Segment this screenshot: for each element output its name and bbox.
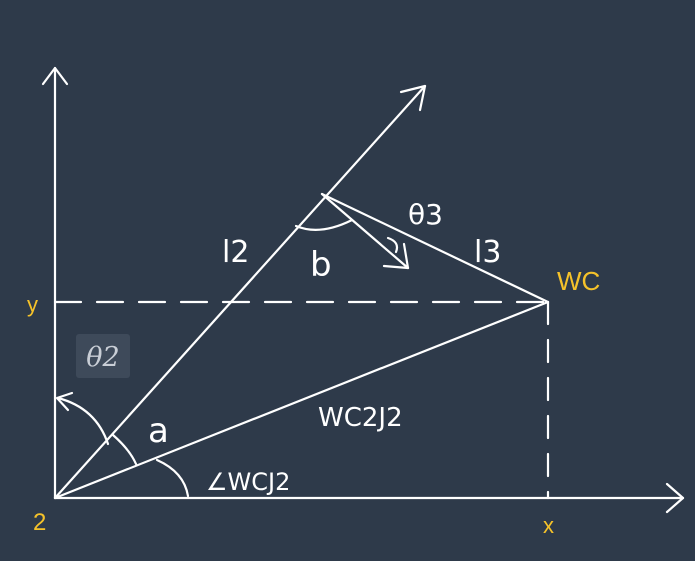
origin-label: 2 (33, 509, 46, 536)
y-axis-label: y (27, 292, 38, 317)
angle-b-label: b (310, 245, 332, 285)
link-l2-ray (53, 84, 427, 500)
wc2j2-line (53, 300, 550, 500)
theta2-arc (56, 396, 110, 446)
link-l3 (320, 192, 550, 304)
angle-wcj2-label: ∠WCJ2 (206, 468, 290, 496)
wrist-center-label: WC (557, 266, 600, 296)
x-axis-label: x (543, 513, 554, 538)
wc2j2-label: WC2J2 (318, 403, 403, 433)
theta2-arrowhead (55, 391, 74, 412)
theta2-label-box (76, 334, 130, 378)
angle-a-arc (111, 433, 138, 466)
angle-wcj2-arc (155, 458, 190, 498)
link-l2-label: l2 (222, 235, 249, 270)
theta3-label: θ3 (408, 198, 443, 231)
angle-a-label: a (148, 411, 169, 451)
theta3-arrowhead (382, 242, 410, 270)
x-axis-arrowhead (665, 482, 685, 514)
theta3-arc (386, 236, 399, 254)
theta3-direction-arrow (320, 192, 410, 270)
link-l2-arrowhead (399, 84, 427, 112)
theta2-label: θ2 (86, 342, 119, 373)
link-l3-label: l3 (474, 235, 501, 270)
y-axis-arrowhead (41, 66, 69, 86)
angle-b-arc (294, 218, 354, 231)
